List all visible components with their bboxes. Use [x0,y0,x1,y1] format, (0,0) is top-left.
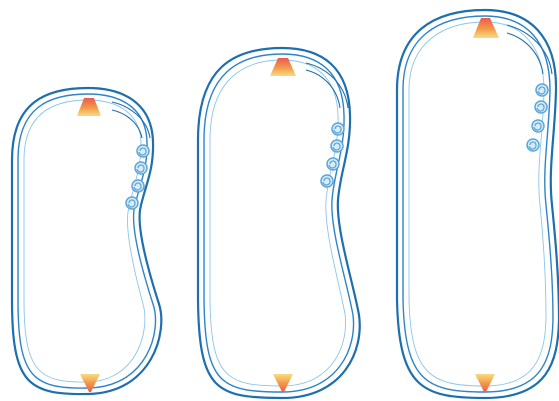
cell-3-cytoplasm-line [409,22,546,386]
cell-2-inner-membrane [204,54,354,392]
cell-1-inner-arc [112,102,150,138]
cell-2-outer-membrane [198,48,360,398]
cell-3-spiral-group [527,84,548,151]
cell-1-inner-membrane [18,94,155,388]
cell-2-inner-arc [306,63,348,108]
cell-1 [12,88,161,394]
cell-3 [397,10,559,398]
bottom-cone-marker-icon [80,374,100,392]
cell-2 [198,48,360,398]
cell-3-outer-membrane [397,10,559,398]
bottom-cone-marker-icon [273,374,293,392]
cell-1-cytoplasm-line [24,100,145,382]
cell-3-inner-arc [507,25,552,74]
cell-2-cytoplasm-line [210,60,346,386]
cell-1-spiral-group [126,145,149,209]
cell-3-inner-membrane [403,16,553,392]
bottom-cone-marker-icon [475,374,495,392]
top-cone-marker-icon [473,18,499,38]
